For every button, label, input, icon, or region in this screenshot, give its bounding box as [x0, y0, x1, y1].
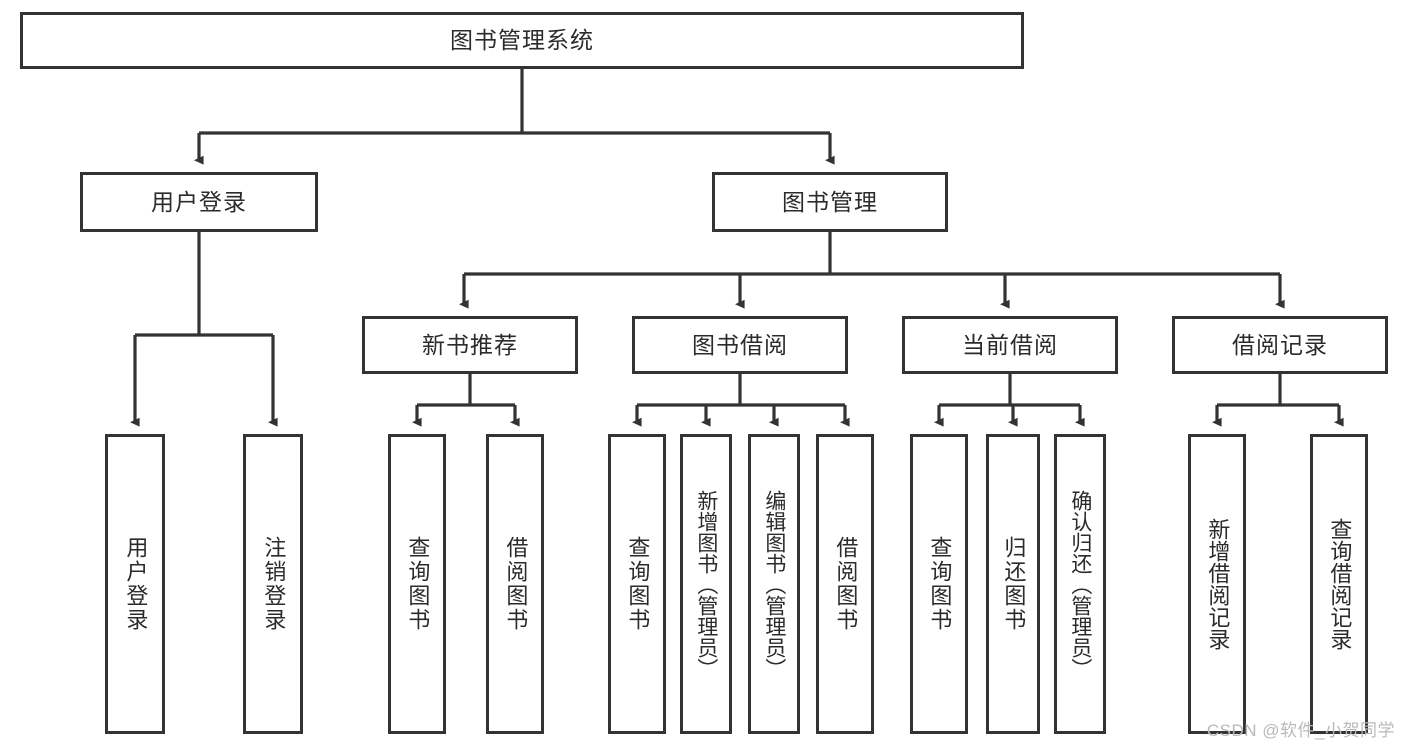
node-leaf-query-book-3[interactable]: 查询图书 [910, 434, 968, 734]
node-leaf-edit-book-label: 编辑图书（管理员） [762, 489, 786, 679]
node-book-manage-label: 图书管理 [782, 188, 878, 215]
node-leaf-borrow-book-2[interactable]: 借阅图书 [816, 434, 874, 734]
node-leaf-query-book-2-label: 查询图书 [625, 536, 651, 632]
node-leaf-add-book-label: 新增图书（管理员） [694, 489, 718, 679]
node-leaf-add-record-label: 新增借阅记录 [1205, 518, 1231, 650]
node-leaf-user-login[interactable]: 用户登录 [105, 434, 165, 734]
node-leaf-query-book-1[interactable]: 查询图书 [388, 434, 446, 734]
node-borrow-records-label: 借阅记录 [1232, 331, 1328, 358]
node-user-login-label: 用户登录 [151, 188, 247, 215]
node-user-login[interactable]: 用户登录 [80, 172, 318, 232]
node-new-book-recommend-label: 新书推荐 [422, 331, 518, 358]
node-leaf-borrow-book-2-label: 借阅图书 [833, 536, 859, 632]
node-leaf-return-book[interactable]: 归还图书 [986, 434, 1040, 734]
node-leaf-query-book-3-label: 查询图书 [927, 536, 953, 632]
node-book-manage[interactable]: 图书管理 [712, 172, 948, 232]
node-leaf-borrow-book-1-label: 借阅图书 [503, 536, 529, 632]
node-book-borrow-label: 图书借阅 [692, 331, 788, 358]
node-leaf-user-login-label: 用户登录 [123, 536, 149, 632]
node-leaf-logout-label: 注销登录 [261, 536, 287, 632]
node-leaf-query-book-1-label: 查询图书 [405, 536, 431, 632]
node-leaf-add-record[interactable]: 新增借阅记录 [1188, 434, 1246, 734]
node-leaf-edit-book[interactable]: 编辑图书（管理员） [748, 434, 800, 734]
node-leaf-query-record-label: 查询借阅记录 [1327, 518, 1353, 650]
node-leaf-query-book-2[interactable]: 查询图书 [608, 434, 666, 734]
node-leaf-add-book[interactable]: 新增图书（管理员） [680, 434, 732, 734]
node-leaf-query-record[interactable]: 查询借阅记录 [1310, 434, 1368, 734]
node-current-borrow[interactable]: 当前借阅 [902, 316, 1118, 374]
node-leaf-confirm-return-label: 确认归还（管理员） [1068, 489, 1092, 679]
node-leaf-confirm-return[interactable]: 确认归还（管理员） [1054, 434, 1106, 734]
node-root-label: 图书管理系统 [450, 27, 594, 54]
node-borrow-records[interactable]: 借阅记录 [1172, 316, 1388, 374]
node-leaf-logout[interactable]: 注销登录 [243, 434, 303, 734]
node-book-borrow[interactable]: 图书借阅 [632, 316, 848, 374]
node-leaf-return-book-label: 归还图书 [1001, 536, 1027, 632]
node-current-borrow-label: 当前借阅 [962, 331, 1058, 358]
node-new-book-recommend[interactable]: 新书推荐 [362, 316, 578, 374]
node-root[interactable]: 图书管理系统 [20, 12, 1024, 69]
node-leaf-borrow-book-1[interactable]: 借阅图书 [486, 434, 544, 734]
